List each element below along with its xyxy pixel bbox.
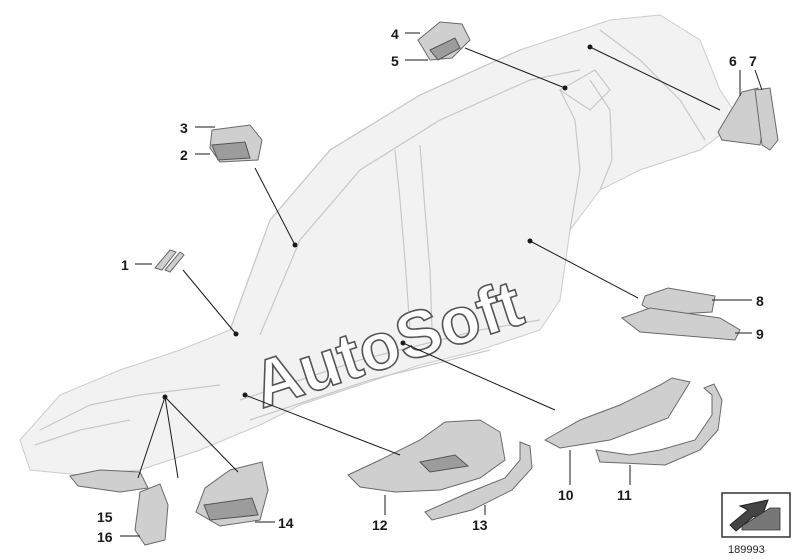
part-15 — [69, 469, 149, 493]
part-1 — [154, 249, 185, 273]
part-10-11 — [543, 377, 723, 466]
callout-15: 15 — [97, 509, 113, 525]
callout-8: 8 — [756, 293, 764, 309]
callout-10: 10 — [558, 487, 574, 503]
callout-6: 6 — [729, 53, 737, 69]
leader-lines — [120, 32, 763, 537]
callout-4: 4 — [391, 26, 399, 42]
callout-11: 11 — [617, 487, 632, 503]
reference-number: 189993 — [728, 544, 765, 556]
callout-13: 13 — [472, 517, 488, 533]
part-6-7 — [717, 87, 779, 151]
callout-7: 7 — [749, 53, 757, 69]
callout-14: 14 — [278, 515, 294, 531]
part-12 — [347, 419, 506, 493]
part-4-5 — [417, 21, 471, 61]
part-16 — [134, 483, 169, 546]
callout-5: 5 — [391, 53, 399, 69]
callout-2: 2 — [180, 147, 188, 163]
part-8-9 — [620, 287, 741, 341]
body-side-frame — [19, 14, 741, 476]
callout-1: 1 — [121, 257, 129, 273]
part-14 — [195, 461, 269, 527]
callout-9: 9 — [756, 326, 764, 342]
callout-16: 16 — [97, 529, 113, 545]
part-2-3 — [209, 124, 263, 163]
callout-12: 12 — [372, 517, 388, 533]
callout-3: 3 — [180, 120, 188, 136]
part-13 — [424, 441, 533, 521]
arrow-badge-icon — [721, 492, 791, 538]
